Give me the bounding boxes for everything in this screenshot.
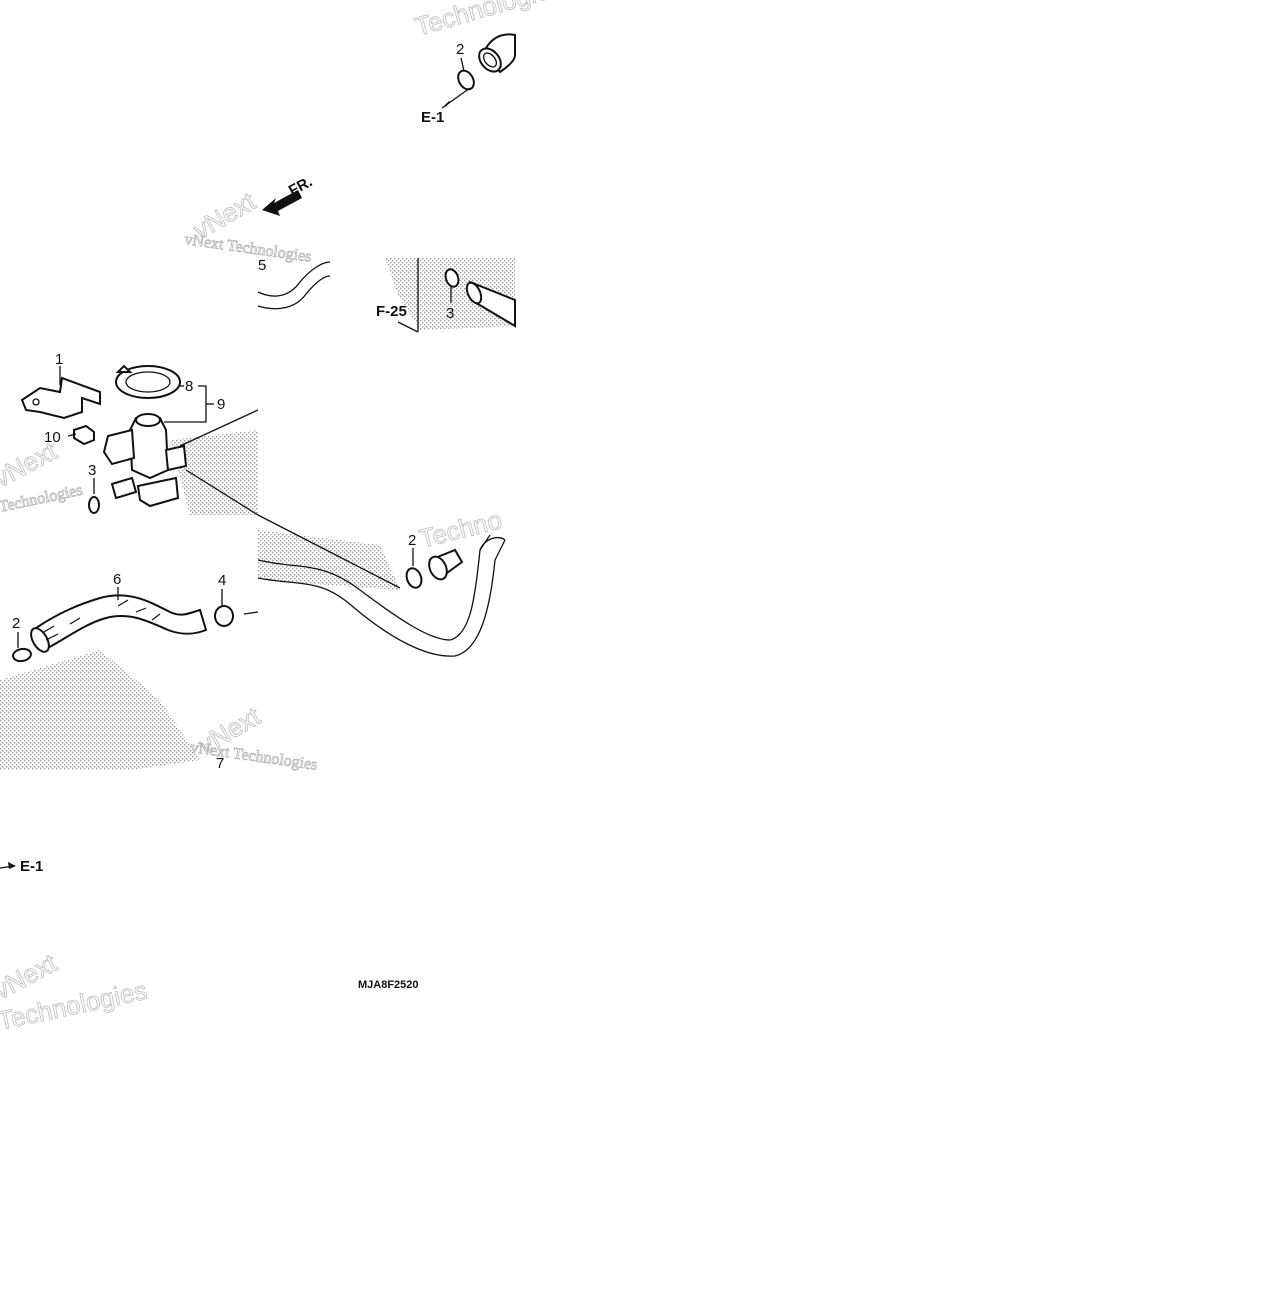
callout-number: 4: [218, 572, 226, 589]
lower-hose-group: 6 4 2: [12, 571, 259, 663]
hose-clamp: [444, 268, 460, 288]
top-hose-group: 2 E-1: [421, 33, 516, 126]
valve-group: 8 9: [102, 364, 225, 508]
mid-hose-group: 2: [257, 532, 506, 657]
shaded-area-lower-left: [0, 650, 200, 770]
hose-clamp: [405, 567, 423, 589]
callout-number: 3: [446, 305, 454, 322]
shaded-area-mid: [258, 530, 400, 590]
watermark-brand: Techno: [416, 504, 505, 553]
hose-clamp: [457, 69, 475, 91]
reference-label-e1: E-1: [20, 858, 43, 875]
callout-number: 2: [12, 615, 20, 632]
callout-number: 8: [185, 378, 193, 395]
callout-number: 9: [217, 396, 225, 413]
upper-hose-group: 5 F-25 3: [257, 257, 516, 333]
callout-number: 7: [216, 755, 224, 772]
watermark-brand: Technologies: [411, 0, 565, 42]
bottom-reference: E-1: [0, 858, 43, 875]
callout-number: 1: [55, 351, 63, 368]
reference-label-e1: E-1: [421, 109, 444, 126]
callout-7-group: 7: [216, 755, 224, 772]
callout-number: 10: [44, 429, 61, 446]
reference-label-f25: F-25: [376, 303, 407, 320]
bracket-group: 1 10: [20, 351, 101, 446]
callout-number: 2: [408, 532, 416, 549]
shaded-area-valve: [170, 430, 258, 515]
watermark-brand: vNext Technologies: [183, 231, 312, 266]
callout-number: 2: [456, 41, 464, 58]
diagram-code: MJA8F2520: [358, 979, 419, 991]
front-direction-arrow: FR.: [262, 173, 315, 216]
left-clamp-group: 3: [88, 462, 100, 514]
callout-number: 3: [88, 462, 96, 479]
callout-number: 6: [113, 571, 121, 588]
watermark-brand: vNext Technologies: [189, 739, 318, 774]
hose-clamp: [12, 647, 32, 663]
callout-number: 5: [258, 257, 266, 274]
hose-clamp: [214, 605, 234, 627]
